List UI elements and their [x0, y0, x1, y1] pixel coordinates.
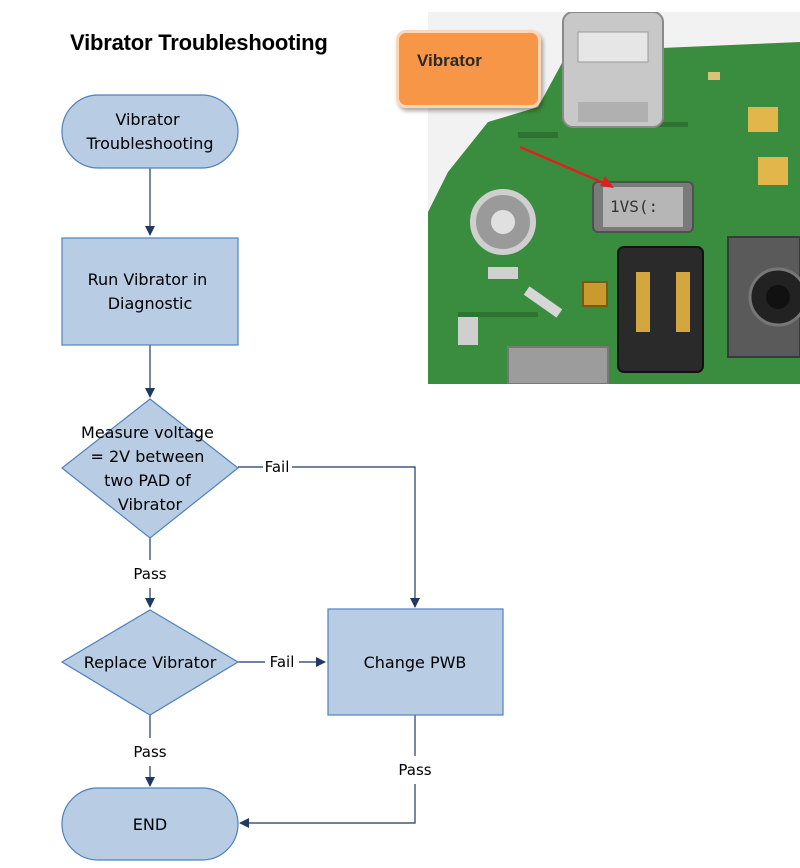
- connectors: [150, 168, 415, 823]
- change-pwb-node: [327, 608, 504, 716]
- vibrator-callout: Vibrator: [396, 30, 541, 108]
- replace-pass-label: Pass: [133, 743, 166, 761]
- page-title: Vibrator Troubleshooting: [70, 30, 328, 55]
- start-node-line-1: Vibrator: [115, 110, 180, 129]
- svg-text:Vibrator Troubleshooting: Vibrator Troubleshooting: [85, 110, 213, 153]
- black-connector: [617, 246, 704, 373]
- measure-pass-label: Pass: [133, 565, 166, 583]
- end-node-line-1: END: [133, 815, 167, 834]
- svg-text:Measure voltage = 2V betwe: Measure voltage = 2V between two PAD of …: [81, 423, 219, 514]
- measure-line-4: Vibrator: [118, 495, 183, 514]
- vibrator-callout-label: Vibrator: [417, 51, 482, 70]
- measure-fail-label: Fail: [265, 458, 290, 476]
- vibrator-marking: 1VS(:: [610, 197, 658, 216]
- run-diagnostic-node: [61, 237, 239, 346]
- svg-text:Run Vibrator in Diagnostic: Run Vibrator in Diagnostic: [88, 270, 213, 313]
- end-node: [61, 787, 239, 861]
- start-node-line-2: Troubleshooting: [85, 134, 213, 153]
- run-diagnostic-line-1: Run Vibrator in: [88, 270, 208, 289]
- measure-line-1: Measure voltage: [81, 423, 214, 442]
- svg-text:Replace Vibrator: Replace Vibrator: [84, 653, 217, 672]
- pwb-pass-label: Pass: [398, 761, 431, 779]
- vibrator-component: 1VS(:: [592, 181, 694, 233]
- run-diagnostic-line-2: Diagnostic: [108, 294, 193, 313]
- change-pwb-line-1: Change PWB: [364, 653, 467, 672]
- edge-measure-fail: [238, 466, 415, 607]
- replace-line-1: Replace Vibrator: [84, 653, 217, 672]
- svg-text:END: END: [133, 815, 167, 834]
- replace-fail-label: Fail: [270, 653, 295, 671]
- measure-line-2: = 2V between: [91, 447, 205, 466]
- replace-vibrator-decision: [60, 609, 240, 716]
- edge-pwb-pass: [240, 715, 416, 823]
- start-node: [61, 94, 239, 169]
- measure-line-3: two PAD of: [104, 471, 191, 490]
- pointer-arrow: [519, 145, 607, 186]
- svg-text:Change PWB: Change PWB: [364, 653, 467, 672]
- measure-voltage-decision: [61, 398, 239, 539]
